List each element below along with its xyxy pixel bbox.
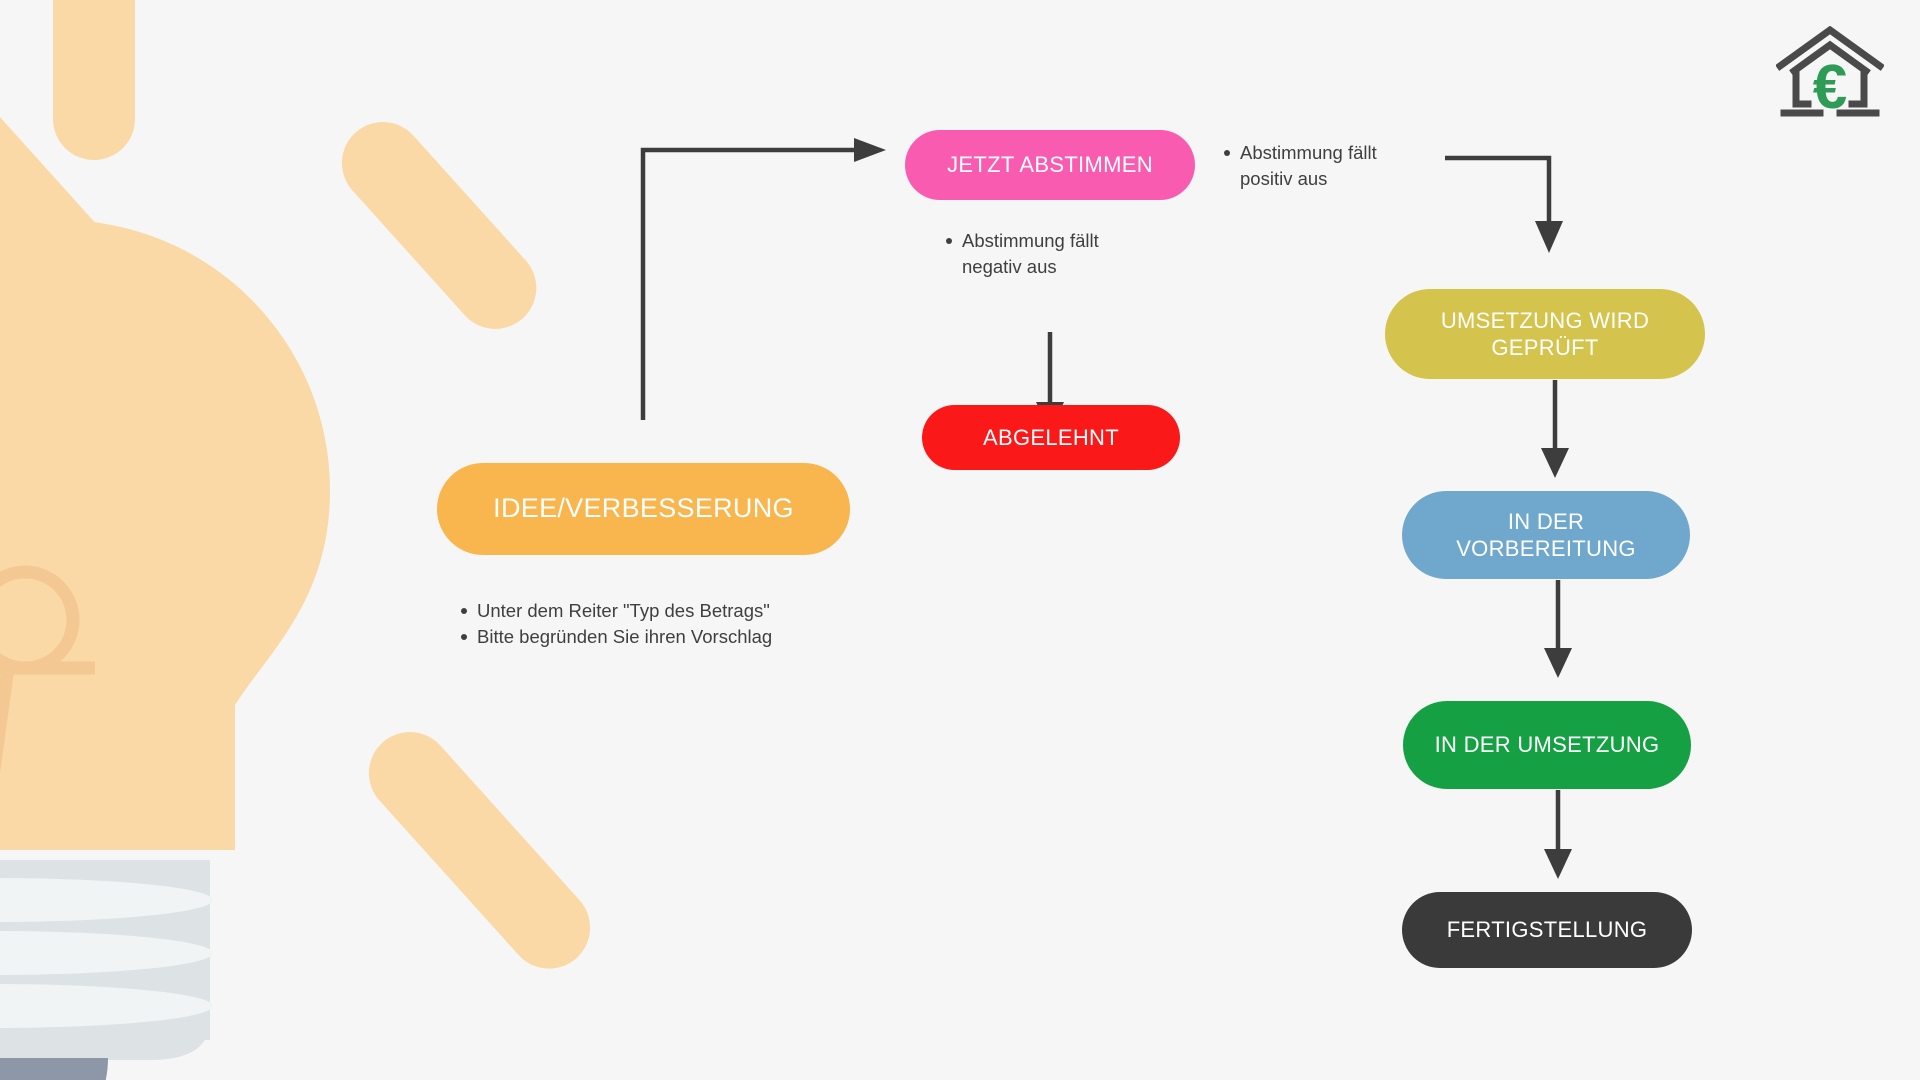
node-in-der-umsetzung[interactable]: IN DER UMSETZUNG [1403,701,1691,789]
deco-bar-diagonal-upper [341,122,537,329]
note-vote-positive: Abstimmung fällt positiv aus [1218,140,1470,193]
house-roof-outer-icon [1776,26,1884,71]
house-euro-logo: € [1776,26,1884,118]
node-fertigstellung[interactable]: FERTIGSTELLUNG [1402,892,1692,968]
deco-bar-diagonal-lower [368,732,591,969]
arrow-vorbereitung-to-umsetzung [1544,580,1572,678]
arrow-positive-to-geprueft [1445,155,1563,253]
idee-hints-list: Unter dem Reiter "Typ des Betrags" Bitte… [455,598,897,651]
node-umsetzung-wird-geprueft[interactable]: UMSETZUNG WIRD GEPRÜFT [1385,289,1705,379]
list-item: Abstimmung fällt negativ aus [946,228,1192,281]
node-in-der-vorbereitung[interactable]: IN DER VORBEREITUNG [1402,491,1690,579]
node-jetzt-abstimmen[interactable]: JETZT ABSTIMMEN [905,130,1195,200]
house-wall-left-icon [1792,68,1812,108]
arrow-idee-to-abstimmen [640,138,886,420]
bulb-filament [0,565,95,774]
arrow-geprueft-to-vorbereitung [1541,380,1569,478]
list-item: Bitte begründen Sie ihren Vorschlag [461,624,897,650]
euro-symbol-icon: € [1813,53,1847,118]
bulb-base [0,860,213,1080]
lightbulb-decoration [0,0,591,1080]
list-item: Unter dem Reiter "Typ des Betrags" [461,598,897,624]
bulb-tip [0,1058,108,1080]
arrow-umsetzung-to-fertigstellung [1544,790,1572,879]
node-idee-verbesserung[interactable]: IDEE/VERBESSERUNG [437,463,850,555]
house-roof-inner-icon [1789,40,1871,76]
bulb-glass [0,220,330,850]
list-item: Abstimmung fällt positiv aus [1224,140,1470,193]
note-vote-negative: Abstimmung fällt negativ aus [940,228,1192,281]
deco-bar-vertical [53,0,135,160]
house-wall-right-icon [1848,68,1868,108]
node-abgelehnt[interactable]: ABGELEHNT [922,405,1180,470]
